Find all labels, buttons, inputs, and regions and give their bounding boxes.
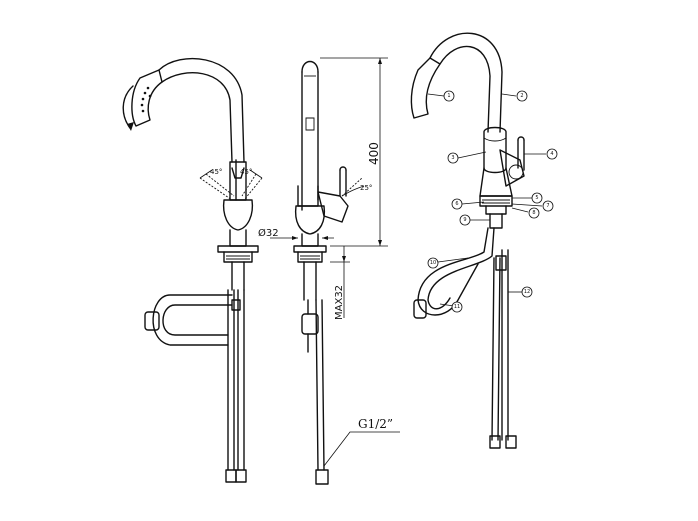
rotation-arrow-head-icon	[127, 122, 134, 131]
svg-text:1: 1	[447, 93, 450, 99]
spray-nozzle-dots	[140, 86, 152, 113]
svg-text:5: 5	[535, 195, 538, 201]
svg-text:3: 3	[451, 155, 454, 161]
svg-text:2: 2	[520, 93, 523, 99]
part-10-badge: 10	[427, 257, 439, 269]
svg-text:7: 7	[546, 203, 549, 209]
max-thickness-label: MAX32	[334, 285, 345, 320]
tilt-angle-label: 25°	[360, 184, 372, 192]
svg-text:8: 8	[532, 210, 535, 216]
part-3-badge: 3	[447, 152, 459, 164]
part-11-badge: 11	[451, 301, 463, 313]
height-label: 400	[367, 142, 381, 165]
perspective-view	[410, 32, 525, 449]
svg-text:4: 4	[550, 151, 553, 157]
part-2-badge: 2	[516, 90, 528, 102]
svg-text:9: 9	[463, 217, 466, 223]
svg-text:10: 10	[430, 260, 436, 266]
front-view: 45° 45°	[122, 58, 263, 483]
part-9-badge: 9	[459, 214, 471, 226]
svg-text:12: 12	[524, 289, 530, 295]
part-callouts: 1 2 3 4 5 6 7 8 9 10 11 12	[427, 90, 558, 313]
part-6-badge: 6	[451, 198, 463, 210]
svg-text:6: 6	[455, 201, 458, 207]
part-7-badge: 7	[542, 200, 554, 212]
part-4-badge: 4	[546, 148, 558, 160]
part-1-badge: 1	[443, 90, 455, 102]
angle-right-label: 45°	[240, 168, 252, 176]
diameter-label: Ø32	[258, 227, 279, 239]
angle-left-label: 45°	[210, 168, 222, 176]
thread-label: G1/2”	[358, 417, 393, 431]
svg-text:11: 11	[454, 304, 460, 310]
part-12-badge: 12	[521, 286, 533, 298]
side-view: 25° Ø32 400 MAX32 G1/2”	[258, 57, 400, 485]
part-5-badge: 5	[531, 192, 543, 204]
part-8-badge: 8	[528, 207, 540, 219]
